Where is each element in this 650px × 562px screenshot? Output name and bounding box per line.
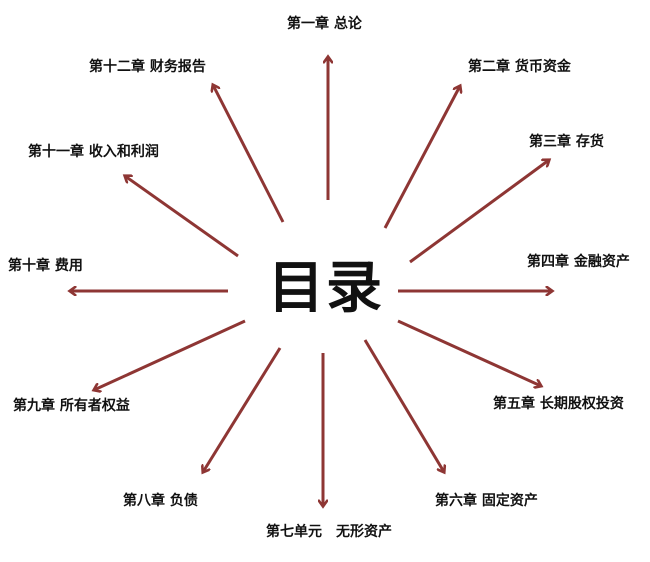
chapter-3-label[interactable]: 第三章 存货 <box>529 134 604 150</box>
chapter-11-label[interactable]: 第十一章 收入和利润 <box>28 144 159 160</box>
chapter-1-label[interactable]: 第一章 总论 <box>287 16 362 32</box>
chapter-6-label[interactable]: 第六章 固定资产 <box>435 493 538 509</box>
chapter-8-label[interactable]: 第八章 负债 <box>123 493 198 509</box>
chapter-5-label[interactable]: 第五章 长期股权投资 <box>493 396 624 412</box>
chapter-7-label[interactable]: 第七单元 无形资产 <box>266 524 392 540</box>
chapter-12-label[interactable]: 第十二章 财务报告 <box>89 59 206 75</box>
chapter-4-label[interactable]: 第四章 金融资产 <box>527 254 630 270</box>
chapter-2-label[interactable]: 第二章 货币资金 <box>468 59 571 75</box>
arrow-to-chapter-12 <box>213 85 285 223</box>
arrow-to-chapter-11 <box>125 176 239 258</box>
chapter-10-label[interactable]: 第十章 费用 <box>8 258 83 274</box>
arrow-to-chapter-3 <box>409 160 549 264</box>
center-title: 目录 <box>268 254 384 321</box>
arrow-to-chapter-2 <box>383 86 460 229</box>
arrow-to-chapter-9 <box>94 319 246 390</box>
chapter-9-label[interactable]: 第九章 所有者权益 <box>13 398 130 414</box>
arrow-to-chapter-8 <box>203 347 282 472</box>
arrow-to-chapter-6 <box>363 339 444 472</box>
arrow-to-chapter-5 <box>397 319 541 386</box>
